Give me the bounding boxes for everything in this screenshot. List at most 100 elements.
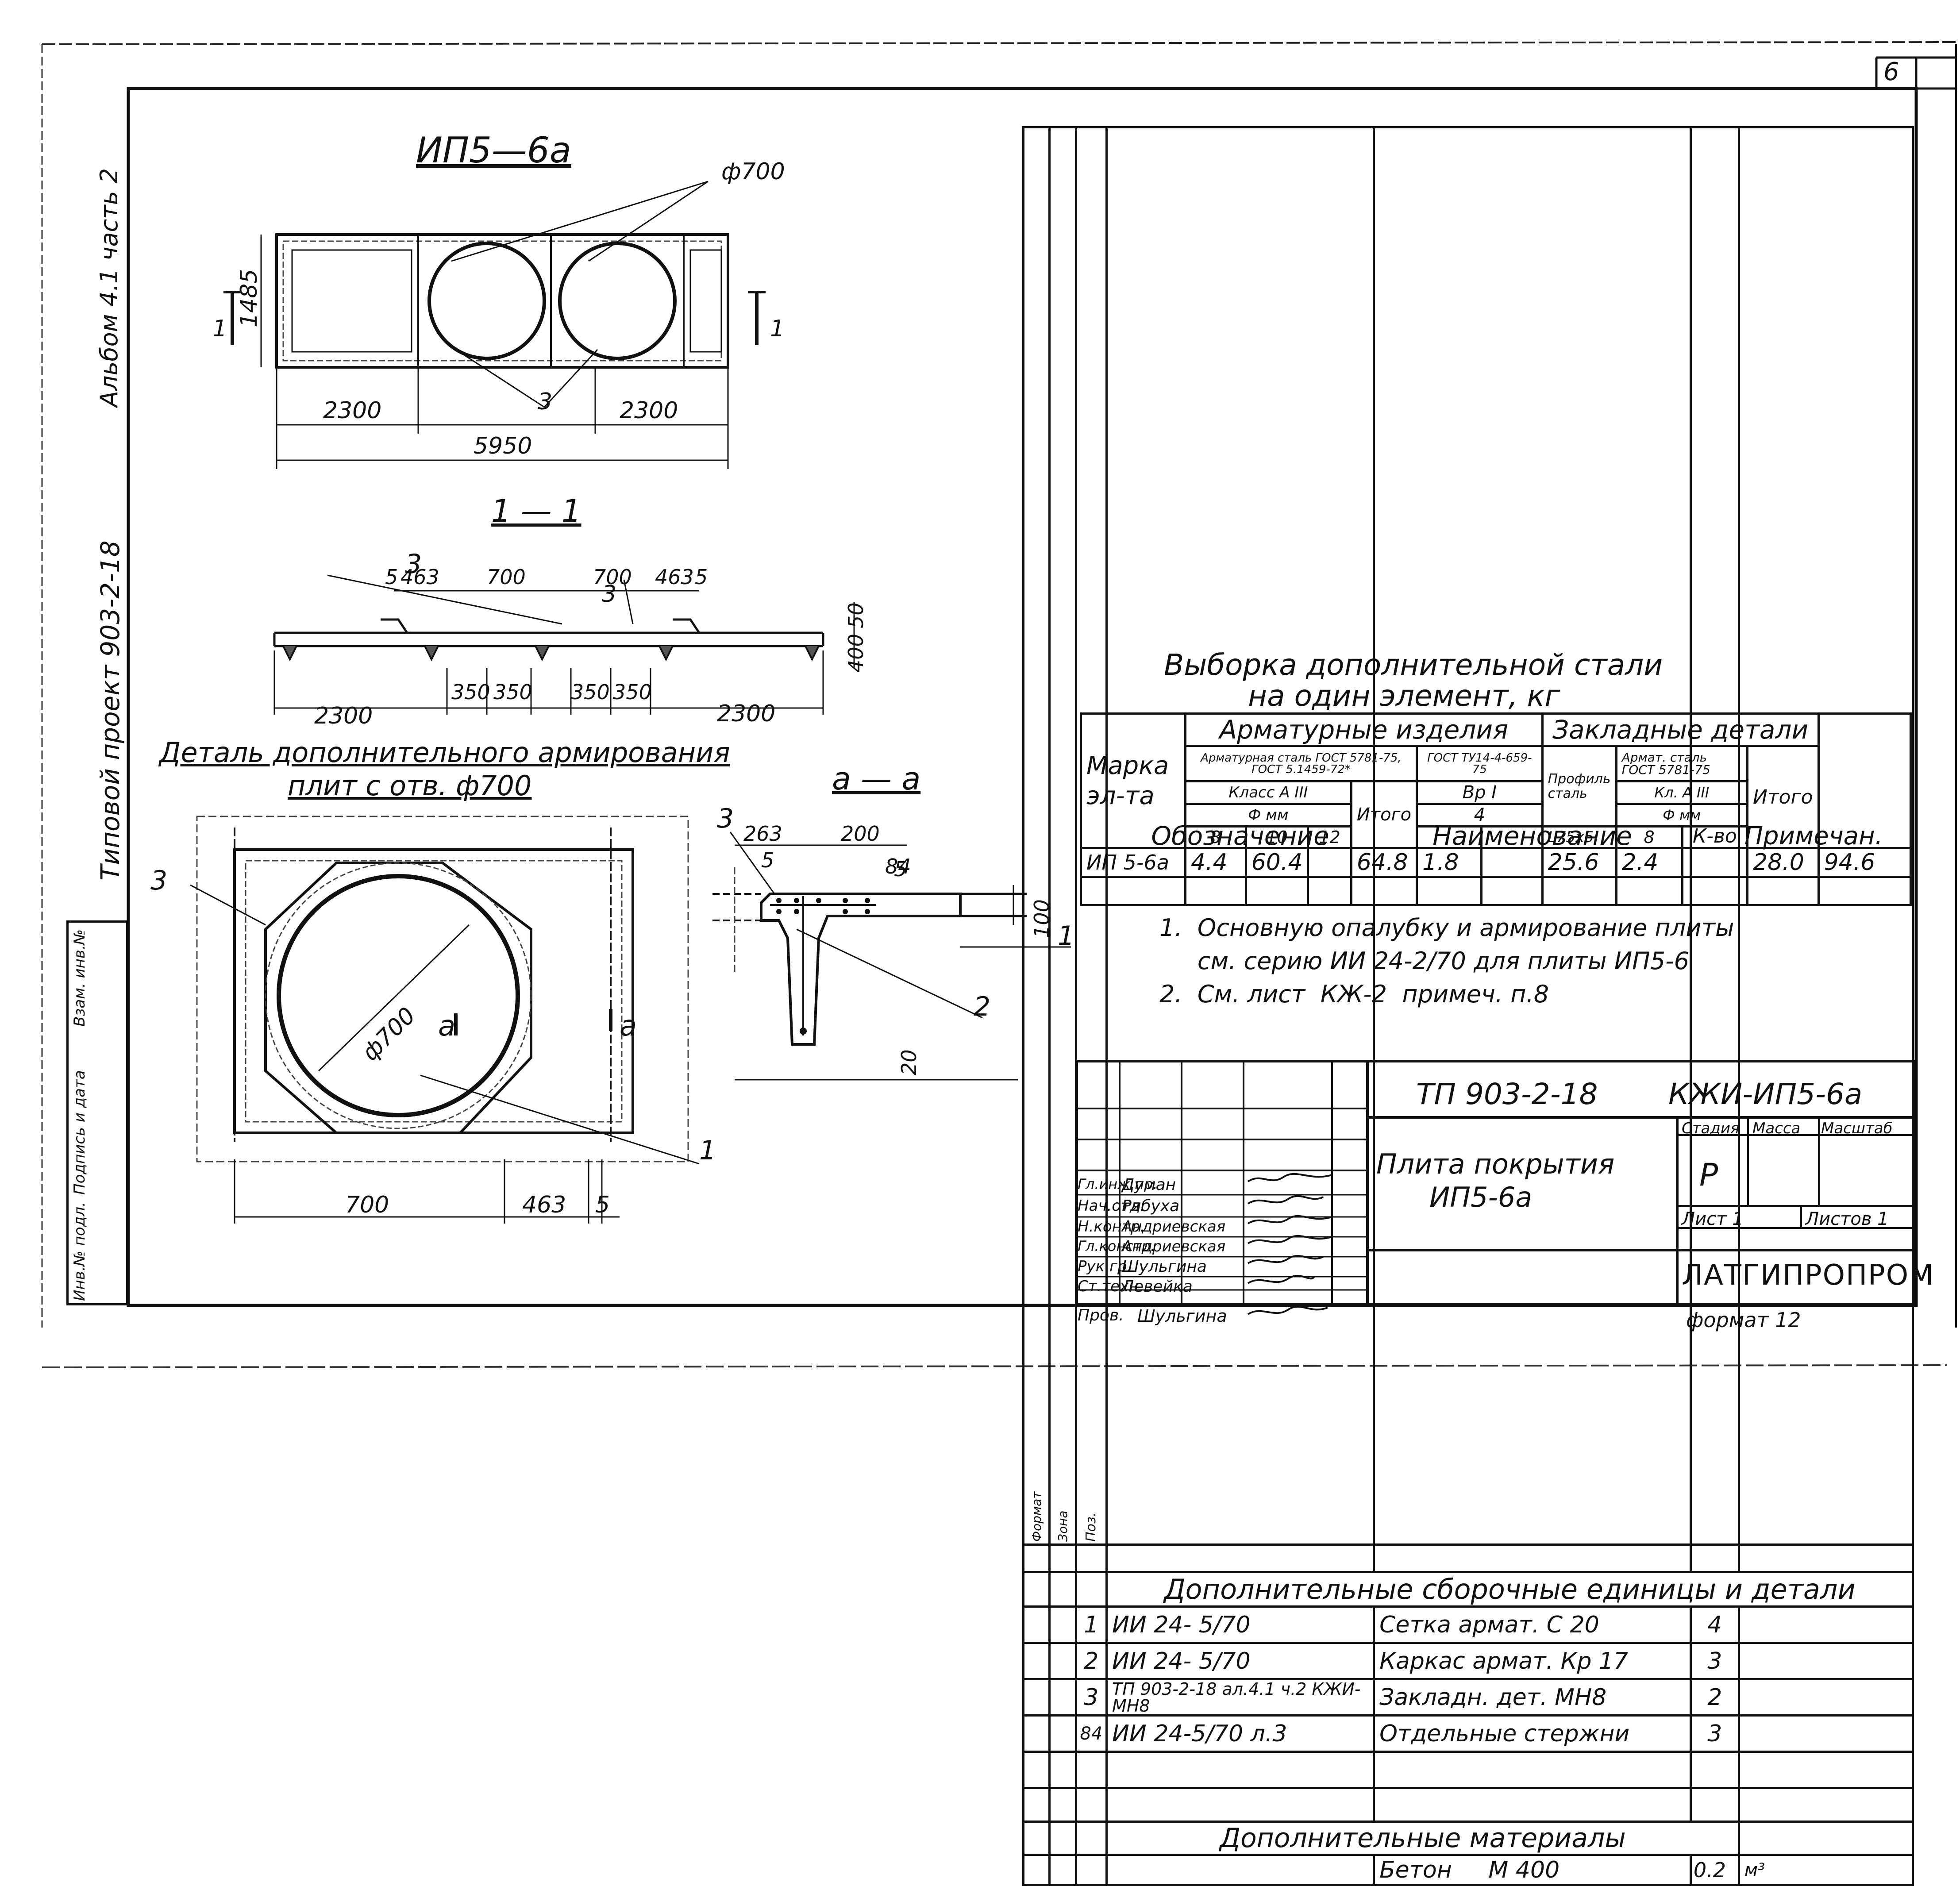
tb-stage: Р [1699,1159,1718,1190]
steel-h-zakl: Закладные детали [1542,714,1818,746]
detail-cut-right: а [620,1010,637,1043]
steel-h-phi2: Ф мм [1616,804,1747,827]
steel-h-mark: Марка эл-та [1081,714,1186,848]
spec-pos: 2 [1076,1643,1106,1679]
staff-name: Думан [1122,1177,1176,1193]
steel-cell: 60.4 [1246,848,1308,877]
staff-name: Шульгина [1137,1308,1227,1324]
section-height-dim: 50 [844,602,867,628]
tb-name-2: ИП5-6а [1429,1184,1532,1211]
spec-note [1739,1716,1913,1752]
steel-h-klass: Класс А III [1185,781,1351,804]
sheet-number: 6 [1883,60,1899,85]
aa-dim: 263 [743,822,782,846]
steel-h-arm-b: ГОСТ ТУ14-4-659-75 [1417,746,1543,781]
steel-h-kl: Кл. А III [1616,781,1747,804]
tb-stage-h: Стадия [1682,1121,1739,1136]
aa-title: а — а [832,763,920,794]
spec-qty: 3 [1690,1643,1739,1679]
drawing-sheet: 6 Альбом 4.1 часть 2 Типовой проект 903-… [0,0,1960,1412]
detail-pos3: 3 [150,865,167,896]
steel-h-itogo: Итого [1351,781,1417,848]
plan-hole-left [429,243,544,358]
aa-dim: 5 [761,848,774,872]
steel-cell [1308,848,1351,877]
detail-hole [279,876,518,1115]
steel-cell [1682,848,1747,877]
spec-name: Отдельные стержни [1374,1716,1691,1752]
plan-view: ф700 3 1 1 2300 2300 5950 1485 [177,159,797,496]
steel-h-d: 12 [1308,827,1351,848]
spec-name: Сетка армат. С 20 [1374,1607,1691,1643]
plan-cut-left: 1 [212,316,227,342]
spec-material-name: Бетон М 400 [1374,1855,1691,1885]
tb-sheets: Листов 1 [1806,1210,1889,1228]
steel-h-zakl-a: Армат. сталь ГОСТ 5781-75 [1616,746,1747,781]
detail-pos1: 1 [699,1135,716,1166]
spec-code: ТП 903-2-18 ал.4.1 ч.2 КЖИ-МН8 [1107,1679,1374,1716]
plan-dim-right: 2300 [620,397,678,424]
section-bottom-dim: 350 [613,680,652,704]
spec-qty: 2 [1690,1679,1739,1716]
section-bottom-dim: 350 [571,680,610,704]
spec-material-qty: 0.2 [1690,1855,1739,1885]
steel-h-bp: Вр I [1417,781,1543,804]
tb-name-1: Плита покрытия [1376,1151,1614,1178]
aa-pos3: 3 [717,805,734,834]
spec-note [1739,1679,1913,1716]
staff-name: Шульгина [1122,1259,1207,1275]
section-top-dim: 700 [593,565,632,589]
spec-pos: 3 [1076,1679,1106,1716]
aa-dim: 20 [897,1049,921,1075]
spec-section-2: Дополнительные материалы [1107,1822,1739,1855]
spec-qty: 3 [1690,1716,1739,1752]
plan-dim-total: 5950 [474,433,532,459]
spec-name: Каркас армат. Кр 17 [1374,1643,1691,1679]
section-bottom-dim: 350 [493,680,532,704]
steel-title: Выборка дополнительной стали [1164,650,1663,680]
steel-h-d: 10 [1246,827,1308,848]
steel-h-arm-a: Арматурная сталь ГОСТ 5781-75, ГОСТ 5.14… [1185,746,1417,781]
steel-h-arm: Арматурные изделия [1185,714,1542,746]
staff-name: Рябуха [1122,1198,1179,1214]
note-line: см. серию ИИ 24-2/70 для плиты ИП5-6 [1159,949,1689,973]
steel-h-d4: 4 [1417,804,1543,827]
section-top-dim: 463 [655,565,694,589]
signatures [1244,1168,1350,1345]
plan-dia-label: ф700 [721,159,785,185]
spec-material-note: м³ [1739,1855,1913,1885]
project-caption: Типовой проект 903-2-18 [95,540,125,881]
steel-cell: 4.4 [1185,848,1246,877]
detail-dim-5: 5 [595,1192,610,1218]
section-top-dim: 5 [385,565,398,589]
steel-cell: 2.4 [1616,848,1682,877]
aa-dim: 200 [841,822,880,846]
steel-cell: 1.8 [1417,848,1482,877]
spec-pos: 84 [1076,1716,1106,1752]
tb-org: ЛАТГИПРОПРОМ [1682,1261,1934,1289]
detail-dia: ф700 [357,1002,421,1066]
detail-view: 3 1 ф700 а а 700 463 5 [133,797,752,1239]
section-top-dim: 700 [487,565,526,589]
steel-h-prof: Профиль сталь [1542,746,1616,827]
section-bottom-dim: 2300 [314,703,373,726]
tb-format: формат 12 [1686,1310,1801,1330]
steel-h-d: 8 [1185,827,1246,848]
note-line: 1. Основную опалубку и армирование плиты [1159,916,1734,940]
steel-h-prof-v: L75х5 [1542,827,1616,848]
detail-dim-700: 700 [345,1192,389,1218]
plan-dim-height: 1485 [236,269,262,327]
note-line: 2. См. лист КЖ-2 примеч. п.8 [1159,982,1549,1006]
plan-dim-left: 2300 [323,397,381,424]
steel-h-phi: Ф мм [1185,804,1351,827]
steel-subtitle: на один элемент, кг [1248,681,1560,711]
detail-cut-left: а [438,1010,455,1043]
tb-code: КЖИ-ИП5-6а [1668,1080,1862,1109]
steel-cell: 94.6 [1818,848,1910,877]
side-stamp-cell: Инв.№ подл. [71,1202,89,1301]
side-stamp-cell: Подпись и дата [71,1070,89,1195]
steel-cell: 25.6 [1542,848,1616,877]
spec-h-format: Формат [1024,127,1050,1545]
spec-qty: 4 [1690,1607,1739,1643]
section-top-dim: 463 [400,565,439,589]
